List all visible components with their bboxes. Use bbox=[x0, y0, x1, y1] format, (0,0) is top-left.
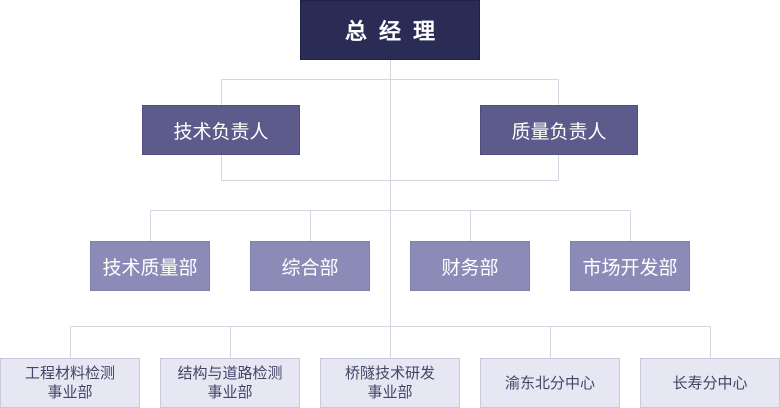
node-material-testing-division: 工程材料检测 事业部 bbox=[0, 358, 140, 408]
node-label-line: 事业部 bbox=[207, 383, 253, 401]
node-general-manager: 总经理 bbox=[300, 0, 480, 60]
node-quality-director: 质量负责人 bbox=[480, 105, 638, 155]
node-label-line: 工程材料检测 bbox=[24, 364, 115, 382]
node-general-affairs-dept: 综合部 bbox=[250, 241, 370, 291]
node-label-line: 桥隧技术研发 bbox=[344, 364, 435, 382]
node-label-line: 事业部 bbox=[47, 383, 93, 401]
node-label-line: 结构与道路检测 bbox=[177, 364, 283, 382]
node-changshou-branch: 长寿分中心 bbox=[640, 358, 780, 408]
node-label-line: 长寿分中心 bbox=[672, 373, 748, 392]
node-market-dev-dept: 市场开发部 bbox=[570, 241, 690, 291]
node-northeast-branch: 渝东北分中心 bbox=[480, 358, 620, 408]
node-finance-dept: 财务部 bbox=[410, 241, 530, 291]
node-label-line: 渝东北分中心 bbox=[504, 373, 595, 392]
node-bridge-tunnel-division: 桥隧技术研发 事业部 bbox=[320, 358, 460, 408]
node-structure-road-division: 结构与道路检测 事业部 bbox=[160, 358, 300, 408]
node-label-line: 事业部 bbox=[367, 383, 413, 401]
node-technical-director: 技术负责人 bbox=[142, 105, 300, 155]
node-tech-quality-dept: 技术质量部 bbox=[90, 241, 210, 291]
